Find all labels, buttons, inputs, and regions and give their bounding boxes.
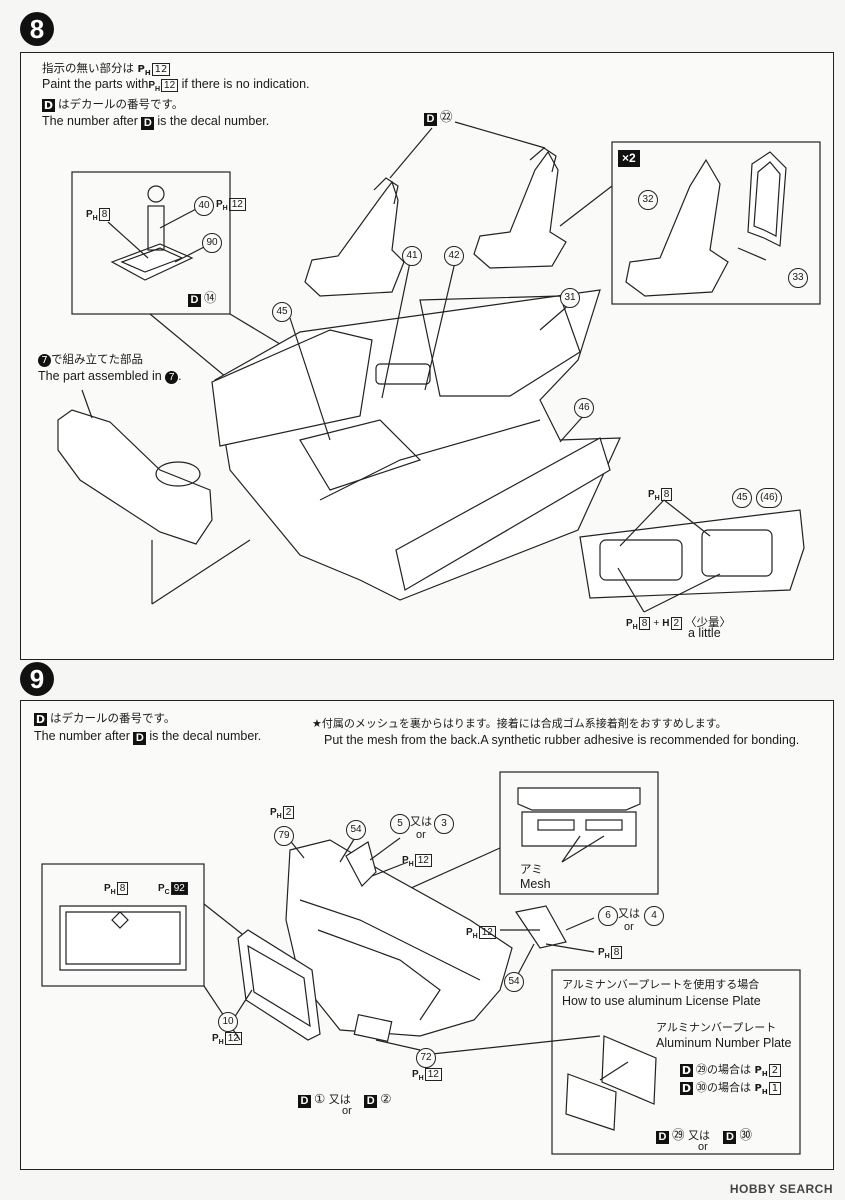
- plate-label-en: Aluminum Number Plate: [656, 1036, 792, 1050]
- part-90-callout: 90: [202, 233, 222, 253]
- part-46-callout: 46: [574, 398, 594, 418]
- decal-d-icon: D: [364, 1095, 378, 1108]
- part-79-callout: 79: [274, 826, 294, 846]
- a-little-note: a little: [688, 626, 721, 640]
- license-title-en: How to use aluminum License Plate: [562, 994, 761, 1008]
- step-8-number: 8: [20, 12, 54, 46]
- part-46b-callout: (46): [756, 488, 782, 508]
- decal-d-icon: D: [133, 732, 147, 745]
- part-42-callout: 42: [444, 246, 464, 266]
- step-8-prev-part-en: The part assembled in 7.: [38, 369, 182, 384]
- step-ref-icon: 7: [38, 354, 51, 367]
- decal-d-icon: D: [141, 117, 155, 130]
- decal-d-icon: D: [680, 1064, 693, 1077]
- or-en-1: or: [416, 829, 426, 841]
- decal-d-icon: D: [656, 1131, 669, 1144]
- or-en-3: or: [342, 1105, 352, 1117]
- or-jp-2: 又は: [618, 907, 640, 920]
- step-9-number: 9: [20, 662, 54, 696]
- license-title-jp: アルミナンバープレートを使用する場合: [562, 978, 760, 991]
- part-33-callout: 33: [788, 268, 808, 288]
- part-72-callout: 72: [416, 1048, 436, 1068]
- mesh-label-en: Mesh: [520, 877, 551, 891]
- part-3-callout: 3: [434, 814, 454, 834]
- or-en-2: or: [624, 921, 634, 933]
- mesh-note-jp: ★付属のメッシュを裏からはります。接着には合成ゴム系接着剤をおすすめします。: [312, 717, 727, 730]
- part-32-callout: 32: [638, 190, 658, 210]
- part-5-callout: 5: [390, 814, 410, 834]
- mesh-note-en: Put the mesh from the back.A synthetic r…: [324, 733, 800, 747]
- decal-d-icon: D: [188, 294, 201, 307]
- plate-label-jp: アルミナンバープレート: [656, 1021, 777, 1034]
- mesh-label-jp: アミ: [520, 862, 543, 876]
- mesh-inset-box: [499, 771, 659, 895]
- part-54a-callout: 54: [346, 820, 366, 840]
- x2-badge: ×2: [618, 150, 640, 167]
- or-jp-1: 又は: [410, 815, 432, 828]
- part-40-callout: 40: [194, 196, 214, 216]
- shifter-inset-box: [71, 171, 231, 315]
- part-31-callout: 31: [560, 288, 580, 308]
- part-41-callout: 41: [402, 246, 422, 266]
- decal-d-icon: D: [424, 113, 437, 126]
- x2-inset-box: [611, 141, 821, 305]
- decal-d-icon: D: [34, 713, 47, 726]
- grille-inset-box: [41, 863, 205, 987]
- part-4-callout: 4: [644, 906, 664, 926]
- part-54b-callout: 54: [504, 972, 524, 992]
- part-45b-callout: 45: [732, 488, 752, 508]
- watermark-logo: HOBBY SEARCH: [729, 1182, 833, 1196]
- part-6-callout: 6: [598, 906, 618, 926]
- or-en-4: or: [698, 1141, 708, 1153]
- part-45-callout: 45: [272, 302, 292, 322]
- decal-d-icon: D: [680, 1082, 693, 1095]
- license-inset-box: [551, 969, 801, 1155]
- part-10-callout: 10: [218, 1012, 238, 1032]
- step-ref-icon: 7: [165, 371, 179, 384]
- decal-d-icon: D: [42, 99, 55, 112]
- decal-d-icon: D: [723, 1131, 737, 1144]
- decal-d-icon: D: [298, 1095, 311, 1108]
